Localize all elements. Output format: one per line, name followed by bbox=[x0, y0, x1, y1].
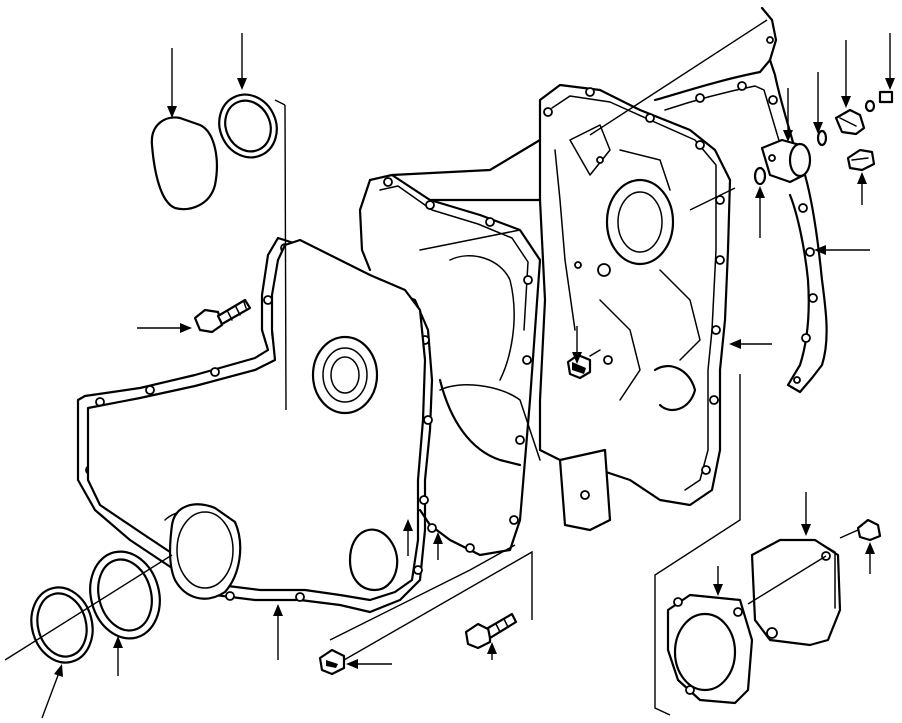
sensor-bolt[interactable] bbox=[846, 148, 876, 172]
access-cover-guide bbox=[747, 555, 827, 605]
seal-ring-bottom[interactable] bbox=[81, 544, 169, 647]
cover-plug-left[interactable] bbox=[150, 116, 218, 211]
housing-gasket[interactable] bbox=[358, 173, 542, 557]
cover-screw[interactable] bbox=[856, 518, 882, 542]
sensor[interactable] bbox=[760, 138, 812, 184]
flange-bolt-left[interactable] bbox=[193, 298, 252, 334]
sensor-guide-line bbox=[589, 19, 768, 136]
top-gasket-strip bbox=[760, 6, 778, 62]
gear-housing[interactable] bbox=[538, 83, 732, 532]
hub-guide-line bbox=[4, 554, 173, 661]
flange-bolt-bottom-b[interactable] bbox=[318, 550, 533, 676]
rear-gasket[interactable] bbox=[653, 58, 828, 394]
sensor-oring[interactable] bbox=[753, 166, 767, 186]
seal-ring-top[interactable] bbox=[209, 85, 287, 167]
access-guide-bracket bbox=[654, 374, 741, 716]
sensor-ring-small[interactable] bbox=[816, 129, 828, 147]
sensor-plug[interactable] bbox=[834, 90, 894, 136]
housing-body-outline bbox=[390, 138, 542, 467]
callout-arrows bbox=[41, 33, 895, 719]
access-cover-gasket[interactable] bbox=[666, 593, 754, 705]
bolt-guide-line bbox=[329, 544, 516, 641]
sensor-guide-line-2 bbox=[689, 187, 736, 211]
hub-cap[interactable] bbox=[169, 503, 242, 600]
flange-bolt-bottom-a[interactable] bbox=[464, 612, 518, 650]
seal-guide-tick bbox=[274, 99, 286, 106]
screw-guide bbox=[839, 529, 859, 539]
seal-ring-bottom-small[interactable] bbox=[23, 581, 101, 670]
access-cover[interactable] bbox=[750, 538, 842, 647]
front-cover[interactable] bbox=[86, 238, 427, 602]
seal-guide-line bbox=[284, 104, 287, 411]
